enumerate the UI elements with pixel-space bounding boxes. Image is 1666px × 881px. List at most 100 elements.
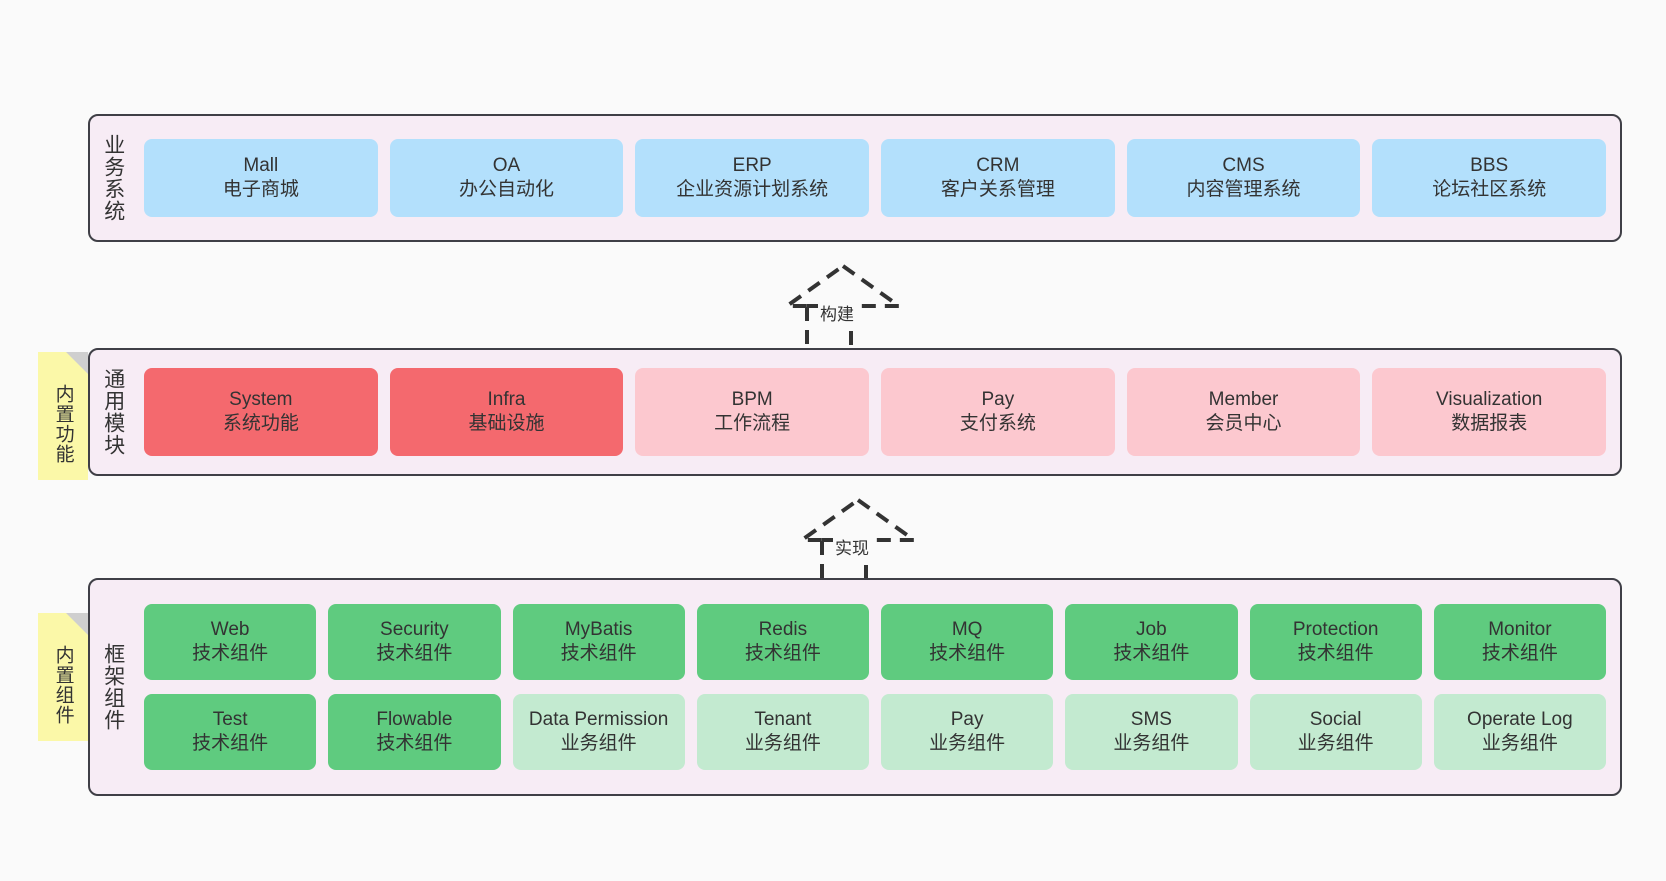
card-test[interactable]: Test 技术组件 — [144, 694, 317, 770]
arrow-implement-label: 实现 — [833, 534, 871, 559]
card-title: ERP — [732, 155, 772, 177]
card-subtitle: 系统功能 — [222, 413, 299, 434]
card-title: MQ — [951, 619, 983, 641]
card-title: CRM — [976, 155, 1020, 177]
card-system[interactable]: System 系统功能 — [144, 368, 378, 456]
card-title: CMS — [1222, 155, 1265, 177]
card-subtitle: 业务组件 — [929, 733, 1006, 754]
layer-common-module-label: 通用模块 — [101, 368, 125, 456]
card-bpm[interactable]: BPM 工作流程 — [635, 368, 870, 456]
card-subtitle: 工作流程 — [714, 413, 791, 434]
card-subtitle: 企业资源计划系统 — [676, 179, 829, 200]
card-title: SMS — [1130, 709, 1172, 731]
card-pay-business[interactable]: Pay 业务组件 — [881, 694, 1054, 770]
card-title: Pay — [950, 709, 984, 731]
sticky-note-label: 内置组件 — [52, 645, 74, 725]
card-title: Data Permission — [528, 709, 669, 731]
card-subtitle: 技术组件 — [744, 643, 821, 664]
card-title: Security — [380, 619, 449, 641]
card-subtitle: 技术组件 — [1481, 643, 1558, 664]
card-operate-log[interactable]: Operate Log 业务组件 — [1433, 694, 1606, 770]
card-visualization[interactable]: Visualization 数据报表 — [1372, 368, 1607, 456]
card-subtitle: 技术组件 — [192, 643, 269, 664]
card-title: System — [229, 389, 293, 411]
card-mall[interactable]: Mall 电子商城 — [144, 139, 378, 217]
card-title: Operate Log — [1467, 709, 1573, 731]
card-subtitle: 客户关系管理 — [940, 179, 1055, 200]
card-subtitle: 数据报表 — [1451, 413, 1528, 434]
card-subtitle: 技术组件 — [1113, 643, 1190, 664]
card-title: Visualization — [1436, 389, 1543, 411]
card-monitor[interactable]: Monitor 技术组件 — [1433, 604, 1606, 680]
card-subtitle: 业务组件 — [1113, 733, 1190, 754]
card-erp[interactable]: ERP 企业资源计划系统 — [635, 139, 870, 217]
card-title: BPM — [731, 389, 773, 411]
sticky-note-builtin-component: 内置组件 — [38, 613, 88, 741]
card-title: OA — [492, 155, 521, 177]
card-subtitle: 业务组件 — [744, 733, 821, 754]
card-sms[interactable]: SMS 业务组件 — [1065, 694, 1238, 770]
card-title: Protection — [1292, 619, 1379, 641]
card-subtitle: 技术组件 — [376, 733, 453, 754]
card-title: Member — [1208, 389, 1279, 411]
card-title: MyBatis — [564, 619, 633, 641]
card-subtitle: 技术组件 — [560, 643, 637, 664]
card-title: BBS — [1470, 155, 1509, 177]
card-subtitle: 业务组件 — [1297, 733, 1374, 754]
sticky-note-label: 内置功能 — [52, 384, 74, 464]
card-title: Mall — [243, 155, 279, 177]
layer-business-system-label: 业务系统 — [101, 134, 125, 222]
card-subtitle: 技术组件 — [376, 643, 453, 664]
framework-row-business: Test 技术组件 Flowable 技术组件 Data Permission … — [144, 694, 1606, 770]
card-subtitle: 业务组件 — [1481, 733, 1558, 754]
card-social[interactable]: Social 业务组件 — [1249, 694, 1422, 770]
arrow-build-label: 构建 — [818, 300, 856, 325]
layer-business-system: 业务系统 Mall 电子商城 OA 办公自动化 ERP 企业资源计划系统 CRM… — [88, 114, 1622, 242]
card-protection[interactable]: Protection 技术组件 — [1249, 604, 1422, 680]
card-subtitle: 论坛社区系统 — [1432, 179, 1547, 200]
card-oa[interactable]: OA 办公自动化 — [389, 139, 624, 217]
card-title: Infra — [487, 389, 526, 411]
card-subtitle: 技术组件 — [929, 643, 1006, 664]
card-title: Pay — [981, 389, 1015, 411]
sticky-note-builtin-feature: 内置功能 — [38, 352, 88, 480]
card-mq[interactable]: MQ 技术组件 — [881, 604, 1054, 680]
card-title: Social — [1309, 709, 1362, 731]
card-subtitle: 技术组件 — [192, 733, 269, 754]
card-crm[interactable]: CRM 客户关系管理 — [881, 139, 1115, 217]
arrow-build: 构建 — [758, 258, 928, 358]
card-security[interactable]: Security 技术组件 — [328, 604, 501, 680]
card-title: Flowable — [376, 709, 453, 731]
layer-framework-component-label: 框架组件 — [101, 643, 125, 731]
card-member[interactable]: Member 会员中心 — [1126, 368, 1361, 456]
card-bbs[interactable]: BBS 论坛社区系统 — [1372, 139, 1607, 217]
card-subtitle: 办公自动化 — [459, 179, 555, 200]
layer-common-module-cards: System 系统功能 Infra 基础设施 BPM 工作流程 Pay 支付系统… — [136, 350, 1620, 474]
layer-common-module: 通用模块 System 系统功能 Infra 基础设施 BPM 工作流程 Pay… — [88, 348, 1622, 476]
card-subtitle: 技术组件 — [1297, 643, 1374, 664]
card-subtitle: 内容管理系统 — [1186, 179, 1301, 200]
layer-business-system-cards: Mall 电子商城 OA 办公自动化 ERP 企业资源计划系统 CRM 客户关系… — [136, 116, 1620, 240]
card-cms[interactable]: CMS 内容管理系统 — [1126, 139, 1361, 217]
card-job[interactable]: Job 技术组件 — [1065, 604, 1238, 680]
card-subtitle: 支付系统 — [959, 413, 1036, 434]
card-redis[interactable]: Redis 技术组件 — [696, 604, 869, 680]
arrow-implement: 实现 — [773, 492, 943, 592]
card-title: Test — [212, 709, 248, 731]
card-subtitle: 电子商城 — [222, 179, 299, 200]
layer-framework-component-cards: Web 技术组件 Security 技术组件 MyBatis 技术组件 Redi… — [136, 580, 1620, 794]
card-web[interactable]: Web 技术组件 — [144, 604, 317, 680]
card-title: Job — [1136, 619, 1167, 641]
card-flowable[interactable]: Flowable 技术组件 — [328, 694, 501, 770]
card-subtitle: 会员中心 — [1205, 413, 1282, 434]
card-infra[interactable]: Infra 基础设施 — [389, 368, 624, 456]
card-data-permission[interactable]: Data Permission 业务组件 — [512, 694, 685, 770]
card-title: Web — [210, 619, 250, 641]
card-title: Tenant — [754, 709, 812, 731]
card-subtitle: 业务组件 — [560, 733, 637, 754]
card-pay[interactable]: Pay 支付系统 — [881, 368, 1115, 456]
card-subtitle: 基础设施 — [468, 413, 545, 434]
card-title: Redis — [758, 619, 808, 641]
card-tenant[interactable]: Tenant 业务组件 — [696, 694, 869, 770]
card-mybatis[interactable]: MyBatis 技术组件 — [512, 604, 685, 680]
